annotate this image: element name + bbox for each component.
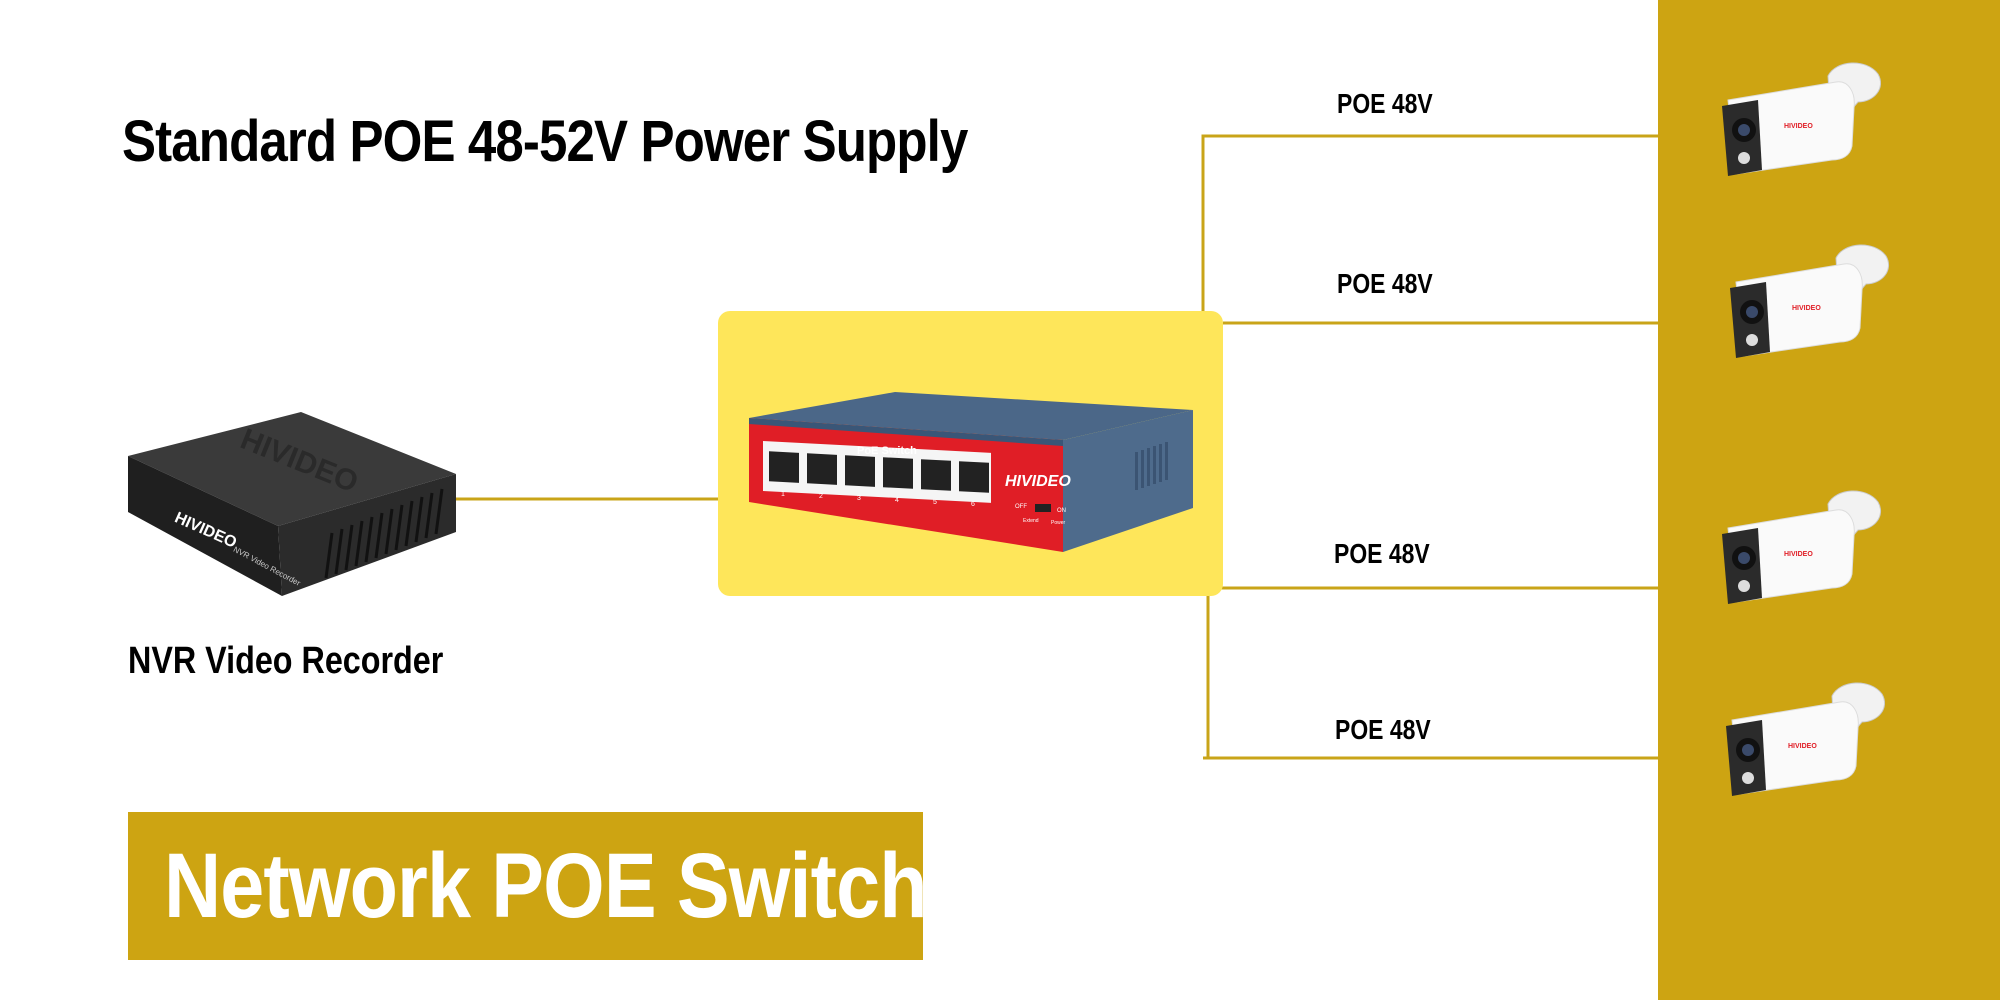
port-label-3: 3 [857,495,861,502]
camera-1-brand: HIVIDEO [1784,123,1813,130]
port-label-2: 2 [819,493,823,500]
camera-3: HIVIDEO [1722,490,1881,604]
wire-camera-4 [1206,596,1658,760]
switch-brand: HIVIDEO [1005,473,1071,490]
port-label-4: 4 [895,497,899,504]
port-label-6: 6 [971,501,975,508]
toggle-on-label: ON [1057,508,1066,514]
toggle-off-label: OFF [1015,504,1027,510]
camera-panel [1658,0,2000,1000]
headline: Standard POE 48-52V Power Supply [122,109,968,174]
port-label-5: 5 [933,499,937,506]
poe-switch-device: PoE Switch 1 2 3 4 5 6 HIVIDEO OFF ON Ex… [749,392,1193,552]
switch-title: PoE Switch [857,445,917,457]
power-label: Power [1051,520,1066,526]
title-banner: Network POE Switch [128,812,928,960]
camera-4: HIVIDEO [1726,682,1885,796]
camera-2: HIVIDEO [1730,244,1889,358]
poe-label-3: POE 48V [1334,538,1430,569]
camera-2-brand: HIVIDEO [1792,305,1821,312]
nvr-label: NVR Video Recorder [128,640,444,682]
poe-label-1: POE 48V [1337,88,1433,119]
port-label-1: 1 [781,491,785,498]
wire-camera-1 [1201,134,1658,311]
banner-title: Network POE Switch [164,835,928,937]
camera-3-brand: HIVIDEO [1784,551,1813,558]
wire-camera-3 [1206,586,1658,590]
poe-label-2: POE 48V [1337,268,1433,299]
extend-label: Extend [1023,518,1039,524]
nvr-device: HIVIDEO HIVIDEO NVR Video Recorder [128,412,456,596]
camera-1: HIVIDEO [1722,62,1881,176]
poe-label-4: POE 48V [1335,714,1431,745]
extend-toggle [1035,504,1051,512]
camera-4-brand: HIVIDEO [1788,743,1817,750]
